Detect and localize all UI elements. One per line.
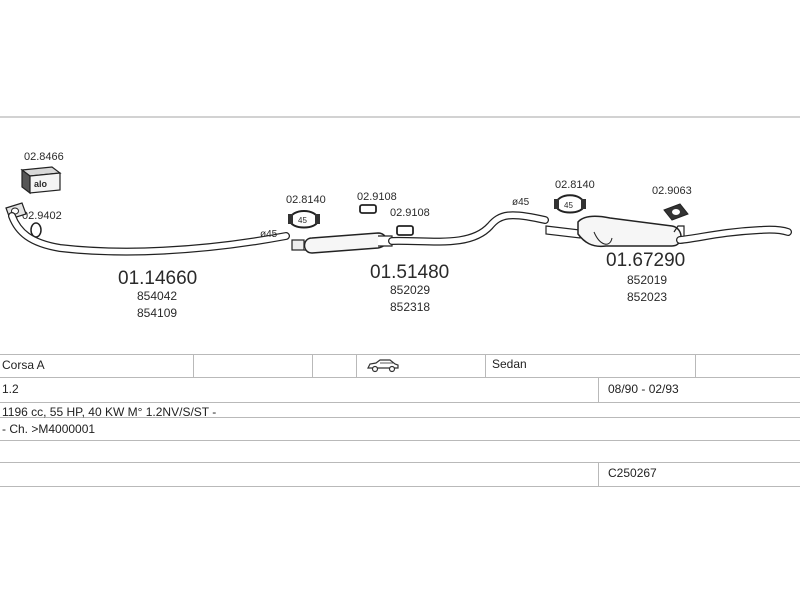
middle-silencer-ref-1: 852029 <box>390 283 430 297</box>
table-line <box>0 486 800 487</box>
table-col-divider <box>598 462 599 486</box>
middle-silencer-drawing <box>291 211 549 254</box>
rear-silencer-ref-1: 852019 <box>627 273 667 287</box>
diameter-label-1: ø45 <box>260 229 278 240</box>
table-line <box>0 402 800 403</box>
middle-silencer-number: 01.51480 <box>370 262 449 283</box>
spec-line-2: - Ch. >M4000001 <box>2 422 96 436</box>
exhaust-diagram: alo 02.8466 02.9402 01.14660 854042 8541… <box>0 116 800 320</box>
catalog-code: C250267 <box>608 466 657 480</box>
clamp-right-size: 45 <box>564 201 573 210</box>
engine-size: 1.2 <box>2 382 19 396</box>
rear-silencer-drawing <box>545 215 792 248</box>
gasket-box-text: alo <box>34 179 48 189</box>
table-line <box>0 377 800 378</box>
rear-silencer-ref-2: 852023 <box>627 290 667 304</box>
rear-hanger-number: 02.9063 <box>652 185 692 197</box>
middle-silencer-ref-2: 852318 <box>390 300 430 314</box>
table-col-divider <box>695 354 696 377</box>
front-pipe-number: 01.14660 <box>118 268 197 289</box>
clamp-left-number: 02.8140 <box>286 194 326 206</box>
front-pipe-ref-2: 854109 <box>137 306 177 320</box>
model-name: Corsa A <box>2 358 45 372</box>
table-col-divider <box>193 354 194 377</box>
spec-line-1: 1196 cc, 55 HP, 40 KW M° 1.2NV/S/ST - <box>2 405 217 419</box>
clamp-right-number: 02.8140 <box>555 179 595 191</box>
table-line <box>0 440 800 441</box>
flange-ring-number: 02.9402 <box>22 210 62 222</box>
table-line <box>0 462 800 463</box>
table-line <box>0 417 800 418</box>
table-col-divider <box>356 354 357 377</box>
production-years: 08/90 - 02/93 <box>608 382 679 396</box>
front-pipe-drawing <box>5 202 290 256</box>
body-type: Sedan <box>492 357 527 371</box>
car-sedan-icon <box>366 357 400 376</box>
gasket-box-icon: alo <box>20 166 62 195</box>
diameter-label-2: ø45 <box>512 197 530 208</box>
gasket-box-number: 02.8466 <box>24 151 64 163</box>
rubber-hanger-1-number: 02.9108 <box>357 191 397 203</box>
front-pipe-ref-1: 854042 <box>137 289 177 303</box>
rear-hanger-icon <box>663 203 689 221</box>
rear-silencer-number: 01.67290 <box>606 250 685 271</box>
rubber-hanger-2-icon <box>396 225 414 236</box>
clamp-right-icon: 45 <box>554 194 586 214</box>
table-line <box>0 354 800 355</box>
clamp-left-size: 45 <box>298 216 307 225</box>
table-col-divider <box>312 354 313 377</box>
table-col-divider <box>485 354 486 377</box>
flange-ring-icon <box>30 222 42 238</box>
rubber-hanger-2-number: 02.9108 <box>390 207 430 219</box>
table-col-divider <box>598 377 599 402</box>
rubber-hanger-1-icon <box>359 204 377 214</box>
clamp-left-icon: 45 <box>288 210 320 229</box>
